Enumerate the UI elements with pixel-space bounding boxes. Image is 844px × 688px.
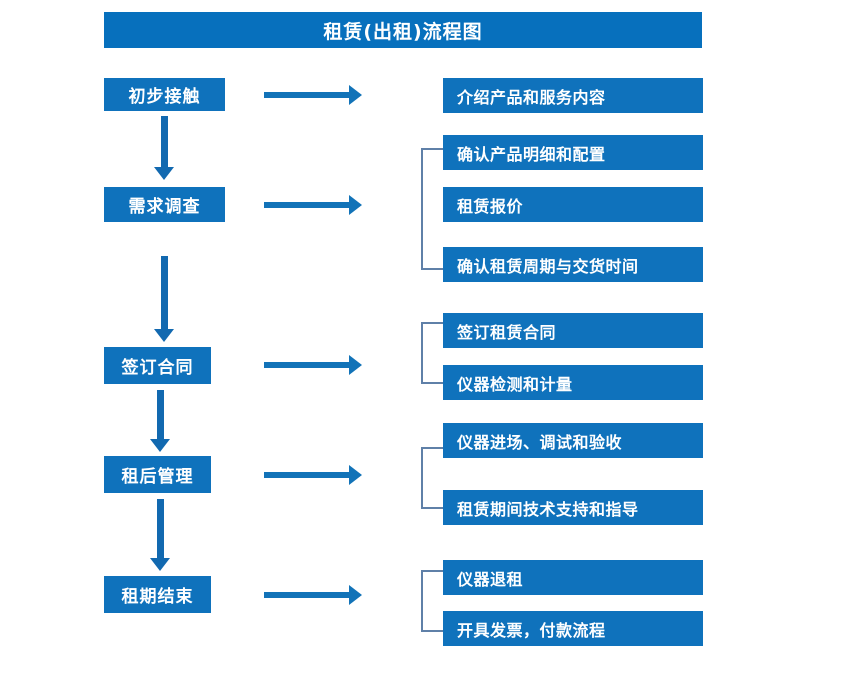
- detail-box-confirm-product-details[interactable]: 确认产品明细和配置: [443, 135, 703, 170]
- right-arrow-management: [264, 465, 362, 485]
- right-arrow-rental-end: [264, 585, 362, 605]
- detail-box-technical-support[interactable]: 租赁期间技术支持和指导: [443, 490, 703, 525]
- detail-box-introduce-products[interactable]: 介绍产品和服务内容: [443, 78, 703, 113]
- detail-box-confirm-rental-period[interactable]: 确认租赁周期与交货时间: [443, 247, 703, 282]
- bracket-management-group: [421, 447, 443, 509]
- down-arrow-contact-to-survey: [152, 116, 176, 180]
- down-arrow-survey-to-contract: [152, 256, 176, 342]
- stage-box-post-rental-management[interactable]: 租后管理: [104, 456, 211, 493]
- stage-box-rental-end[interactable]: 租期结束: [104, 576, 211, 613]
- stage-box-sign-contract[interactable]: 签订合同: [104, 347, 211, 384]
- down-arrow-contract-to-management: [148, 390, 172, 452]
- bracket-rental-end-group: [421, 570, 443, 632]
- detail-box-sign-rental-contract[interactable]: 签订租赁合同: [443, 313, 703, 348]
- right-arrow-contract: [264, 355, 362, 375]
- bracket-contract-group: [421, 322, 443, 384]
- down-arrow-management-to-end: [148, 499, 172, 571]
- detail-box-invoice-payment[interactable]: 开具发票，付款流程: [443, 611, 703, 646]
- detail-box-instrument-inspection[interactable]: 仪器检测和计量: [443, 365, 703, 400]
- bracket-demand-survey-group: [421, 148, 443, 270]
- detail-box-rental-quotation[interactable]: 租赁报价: [443, 187, 703, 222]
- stage-box-demand-survey[interactable]: 需求调查: [104, 187, 225, 222]
- right-arrow-contact: [264, 85, 362, 105]
- stage-box-initial-contact[interactable]: 初步接触: [104, 78, 225, 111]
- right-arrow-survey: [264, 195, 362, 215]
- detail-box-instrument-return[interactable]: 仪器退租: [443, 560, 703, 595]
- detail-box-instrument-entry-commissioning[interactable]: 仪器进场、调试和验收: [443, 423, 703, 458]
- page-title: 租赁(出租)流程图: [104, 12, 702, 48]
